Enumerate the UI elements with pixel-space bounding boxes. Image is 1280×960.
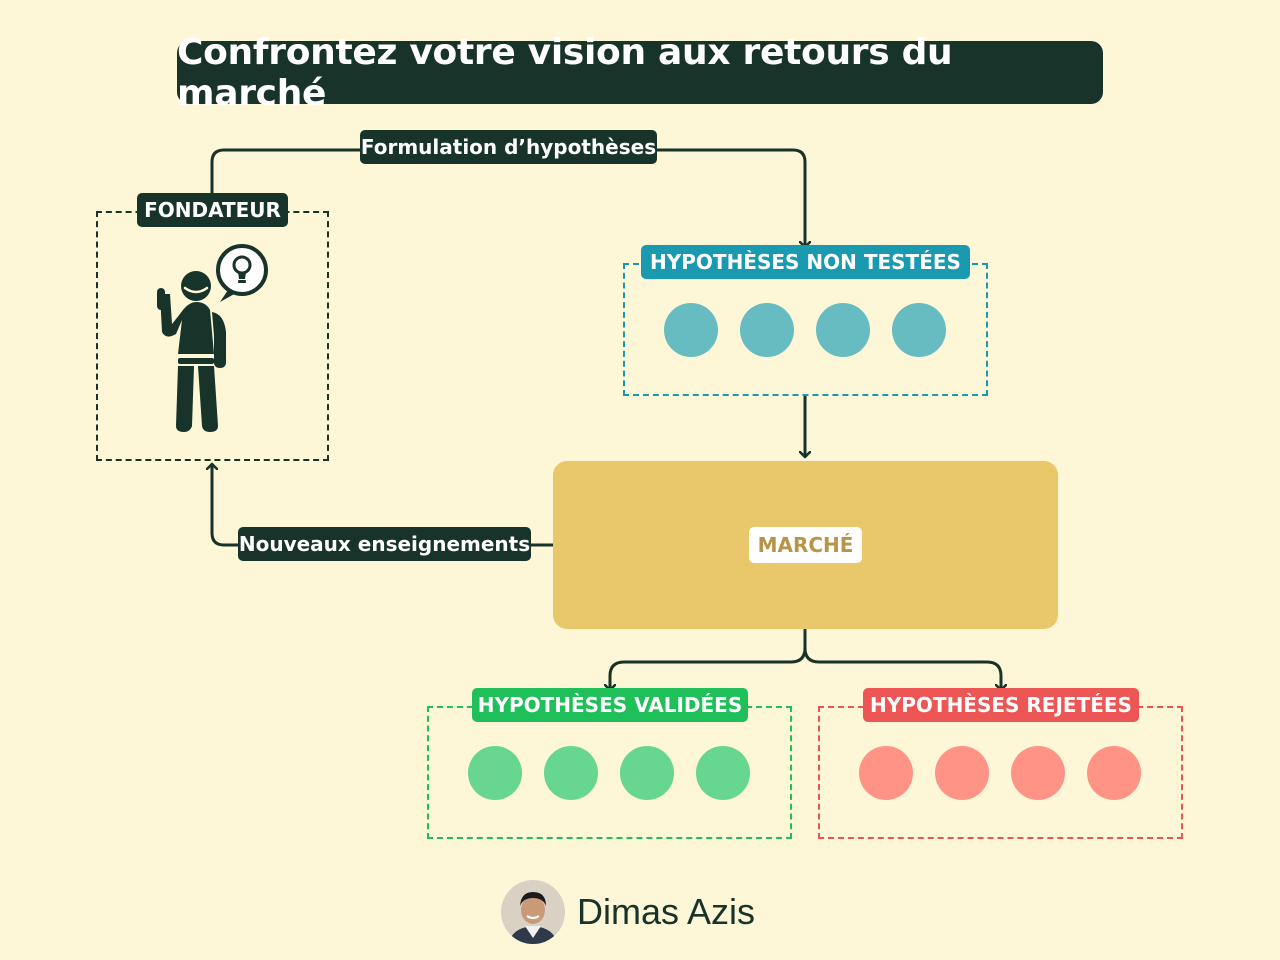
arrow-nouveaux [212, 464, 553, 547]
validated-hypothesis-dot [468, 746, 522, 800]
validated-hypothesis-dot [620, 746, 674, 800]
untested-hypothesis-dot [664, 303, 718, 357]
arrow-to-rejected [803, 647, 1001, 690]
validated-hypothesis-dot [696, 746, 750, 800]
author-photo-icon [501, 880, 565, 944]
founder-label: FONDATEUR [137, 193, 288, 227]
validated-hypothesis-dot [544, 746, 598, 800]
rejected-hypothesis-dot [935, 746, 989, 800]
validated-hypotheses-label: HYPOTHÈSES VALIDÉES [472, 688, 748, 722]
rejected-hypothesis-dot [1011, 746, 1065, 800]
rejected-hypotheses-label: HYPOTHÈSES REJETÉES [863, 688, 1139, 722]
rejected-hypotheses-dots [859, 746, 1141, 800]
arrow-to-validated [610, 629, 807, 690]
untested-hypothesis-dot [816, 303, 870, 357]
nouveaux-enseignements-label: Nouveaux enseignements [238, 527, 531, 561]
market-box: MARCHÉ [553, 461, 1058, 629]
validated-hypotheses-dots [468, 746, 750, 800]
untested-hypotheses-label: HYPOTHÈSES NON TESTÉES [641, 245, 970, 279]
author-name: Dimas Azis [577, 891, 756, 932]
untested-hypotheses-dots [664, 303, 946, 357]
market-label: MARCHÉ [748, 527, 863, 563]
untested-hypothesis-dot [740, 303, 794, 357]
rejected-hypothesis-dot [859, 746, 913, 800]
untested-hypothesis-dot [892, 303, 946, 357]
author-signature: Dimas Azis [501, 880, 755, 944]
person-idea-icon [157, 244, 268, 432]
formulation-label: Formulation d’hypothèses [360, 130, 657, 164]
rejected-hypothesis-dot [1087, 746, 1141, 800]
